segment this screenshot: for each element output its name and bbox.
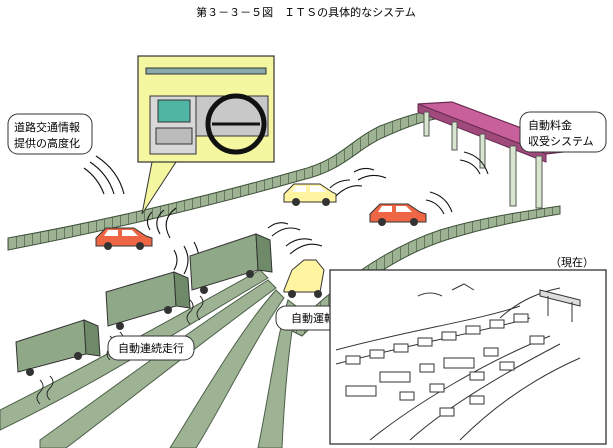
svg-text:道路交通情報: 道路交通情報: [14, 120, 80, 134]
truck-1: [189, 233, 273, 294]
truck-3: [15, 319, 101, 376]
truck-icon: [15, 233, 273, 376]
svg-text:提供の高度化: 提供の高度化: [14, 136, 80, 150]
figure-title: 第３－３－５図 ＩＴＳの具体的なシステム: [196, 5, 416, 19]
yellow-car-top: [283, 183, 337, 206]
svg-text:自動料金: 自動料金: [528, 118, 572, 132]
in-car-display-inset: [137, 55, 275, 215]
svg-text:自動運転: 自動運転: [291, 311, 335, 325]
svg-text:収受システム: 収受システム: [528, 135, 594, 148]
advanced-road-info-label: 道路交通情報 提供の高度化: [7, 113, 93, 155]
road-strip-2: [39, 279, 277, 448]
svg-text:（現在）: （現在）: [550, 256, 594, 269]
yellow-car-center: [283, 259, 325, 298]
road-strip-3: [169, 289, 285, 448]
svg-text:自動連続走行: 自動連続走行: [118, 341, 184, 355]
car-icon: [95, 183, 427, 298]
sketch-toll-gate: [539, 289, 581, 322]
sketch-vehicles: [345, 313, 545, 417]
auto-toll-label: 自動料金 収受システム: [519, 111, 607, 153]
sketch-arrows: [417, 283, 475, 297]
truck-2: [105, 271, 191, 330]
continuous-driving-label: 自動連続走行: [107, 335, 195, 361]
red-car-left: [95, 227, 153, 250]
signal-waves-icon: [83, 151, 489, 279]
current-state-inset: （現在）: [329, 256, 607, 445]
road-strip-4: [257, 299, 297, 448]
red-car-right: [369, 203, 427, 226]
